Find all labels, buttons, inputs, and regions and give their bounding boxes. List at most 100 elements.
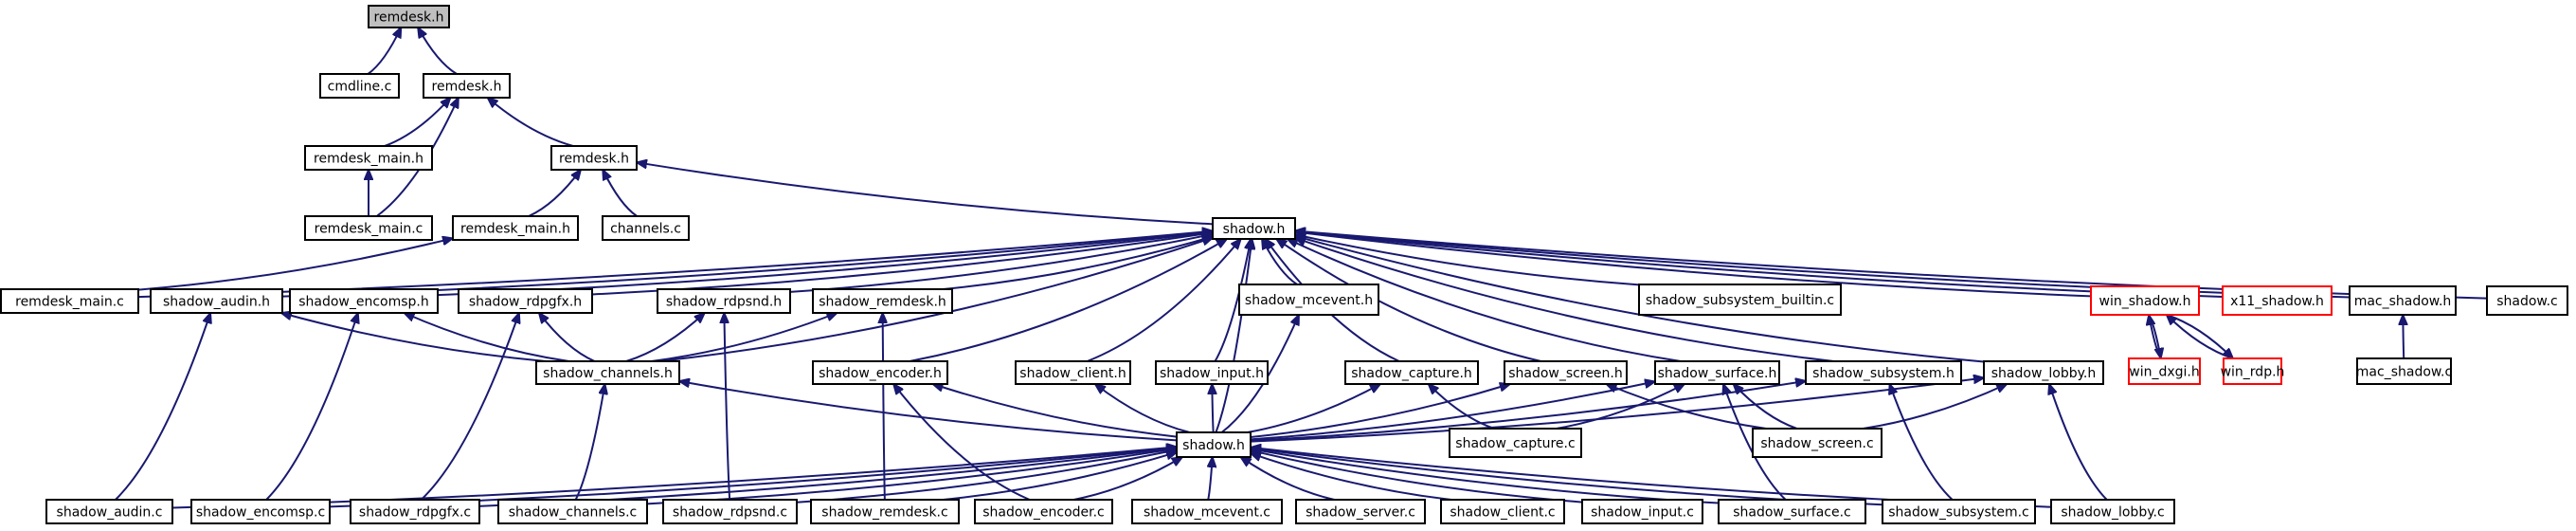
node-shadow-lobby-h[interactable]: shadow_lobby.h [1983, 360, 2104, 385]
node-box[interactable] [1155, 360, 1269, 385]
node-shadow-rdpgfx-c[interactable]: shadow_rdpgfx.c [350, 499, 480, 524]
node-shadow-input-h[interactable]: shadow_input.h [1155, 360, 1269, 385]
node-box[interactable] [1654, 360, 1780, 385]
node-shadow-encoder-h[interactable]: shadow_encoder.h [812, 360, 948, 385]
node-box[interactable] [602, 215, 690, 241]
node-box[interactable] [350, 499, 480, 524]
node-box[interactable] [1638, 284, 1842, 316]
node-shadow-server-c[interactable]: shadow_server.c [1295, 499, 1426, 524]
node-mac-shadow-h[interactable]: mac_shadow.h [2349, 285, 2457, 316]
node-shadow-encomsp-h[interactable]: shadow_encomsp.h [289, 288, 439, 314]
node-box[interactable] [812, 360, 948, 385]
node-box[interactable] [657, 288, 791, 314]
node-win-dxgi-h[interactable]: win_dxgi.h [2128, 357, 2201, 385]
node-box[interactable] [0, 288, 139, 314]
node-shadow-channels-h[interactable]: shadow_channels.h [535, 360, 680, 385]
node-remdesk-h-2[interactable]: remdesk.h [423, 73, 511, 99]
node-box[interactable] [1504, 360, 1628, 385]
node-box[interactable] [535, 360, 680, 385]
node-box[interactable] [1131, 499, 1283, 524]
node-box[interactable] [1752, 428, 1882, 458]
node-remdesk-main-c-2[interactable]: remdesk_main.c [0, 288, 139, 314]
node-box[interactable] [812, 288, 953, 314]
node-mac-shadow-c[interactable]: mac_shadow.c [2356, 357, 2452, 385]
node-shadow-remdesk-h[interactable]: shadow_remdesk.h [812, 288, 953, 314]
node-box[interactable] [1440, 499, 1565, 524]
node-box[interactable] [550, 145, 638, 171]
node-box[interactable] [2050, 499, 2175, 524]
node-remdesk-h-top[interactable]: remdesk.h [368, 5, 450, 28]
node-box[interactable] [974, 499, 1113, 524]
node-win-shadow-h[interactable]: win_shadow.h [2090, 285, 2200, 316]
node-shadow-audin-c[interactable]: shadow_audin.c [45, 499, 173, 524]
node-win-rdp-h[interactable]: win_rdp.h [2221, 357, 2285, 385]
node-box[interactable] [304, 145, 433, 171]
node-channels-c[interactable]: channels.c [602, 215, 690, 241]
node-box[interactable] [810, 499, 960, 524]
node-shadow-rdpgfx-h[interactable]: shadow_rdpgfx.h [458, 288, 593, 314]
node-box[interactable] [1344, 360, 1479, 385]
node-box[interactable] [2222, 285, 2333, 316]
node-shadow-audin-h[interactable]: shadow_audin.h [150, 288, 283, 314]
node-box[interactable] [1176, 431, 1252, 458]
node-box[interactable] [1212, 217, 1296, 240]
node-remdesk-main-h-1[interactable]: remdesk_main.h [304, 145, 433, 171]
node-shadow-input-c[interactable]: shadow_input.c [1581, 499, 1703, 524]
node-shadow-capture-c[interactable]: shadow_capture.c [1449, 428, 1582, 458]
node-shadow-rdpsnd-c[interactable]: shadow_rdpsnd.c [662, 499, 798, 524]
node-shadow-client-h[interactable]: shadow_client.h [1015, 360, 1131, 385]
node-shadow-encoder-c[interactable]: shadow_encoder.c [974, 499, 1113, 524]
node-box[interactable] [1295, 499, 1426, 524]
node-box[interactable] [2128, 357, 2201, 385]
node-shadow-screen-c[interactable]: shadow_screen.c [1752, 428, 1882, 458]
node-remdesk-h-3[interactable]: remdesk.h [550, 145, 638, 171]
node-box[interactable] [45, 499, 173, 524]
node-shadow-rdpsnd-h[interactable]: shadow_rdpsnd.h [657, 288, 791, 314]
node-shadow-capture-h[interactable]: shadow_capture.h [1344, 360, 1479, 385]
node-shadow-h-1[interactable]: shadow.h [1212, 217, 1296, 240]
node-shadow-lobby-c[interactable]: shadow_lobby.c [2050, 499, 2175, 524]
node-box[interactable] [289, 288, 439, 314]
node-shadow-screen-h[interactable]: shadow_screen.h [1504, 360, 1628, 385]
node-box[interactable] [190, 499, 331, 524]
node-box[interactable] [150, 288, 283, 314]
node-box[interactable] [2349, 285, 2457, 316]
node-box[interactable] [458, 288, 593, 314]
node-shadow-subsystem-h[interactable]: shadow_subsystem.h [1805, 360, 1962, 385]
node-shadow-surface-c[interactable]: shadow_surface.c [1718, 499, 1866, 524]
node-cmdline-c[interactable]: cmdline.c [319, 73, 400, 99]
node-box[interactable] [1581, 499, 1703, 524]
node-shadow-c[interactable]: shadow.c [2486, 285, 2568, 316]
node-shadow-mcevent-h[interactable]: shadow_mcevent.h [1238, 284, 1379, 316]
node-shadow-encomsp-c[interactable]: shadow_encomsp.c [190, 499, 331, 524]
node-shadow-channels-c[interactable]: shadow_channels.c [497, 499, 648, 524]
node-box[interactable] [2090, 285, 2200, 316]
node-shadow-surface-h[interactable]: shadow_surface.h [1654, 360, 1780, 385]
node-box[interactable] [1015, 360, 1131, 385]
node-box[interactable] [1449, 428, 1582, 458]
node-shadow-client-c[interactable]: shadow_client.c [1440, 499, 1565, 524]
node-shadow-subsystem-builtin-c[interactable]: shadow_subsystem_builtin.c [1638, 284, 1842, 316]
node-box[interactable] [497, 499, 648, 524]
node-x11-shadow-h[interactable]: x11_shadow.h [2222, 285, 2333, 316]
node-box[interactable] [1805, 360, 1962, 385]
node-remdesk-main-c-1[interactable]: remdesk_main.c [304, 215, 433, 241]
node-shadow-mcevent-c[interactable]: shadow_mcevent.c [1131, 499, 1283, 524]
node-box[interactable] [452, 215, 579, 241]
node-box[interactable] [662, 499, 798, 524]
node-box[interactable] [2223, 357, 2282, 385]
node-box[interactable] [1718, 499, 1866, 524]
node-box[interactable] [1882, 499, 2036, 524]
node-shadow-remdesk-c[interactable]: shadow_remdesk.c [810, 499, 960, 524]
node-box[interactable] [1238, 284, 1379, 316]
node-box[interactable] [368, 5, 450, 28]
node-box[interactable] [423, 73, 511, 99]
node-box[interactable] [2486, 285, 2568, 316]
node-remdesk-main-h-2[interactable]: remdesk_main.h [452, 215, 579, 241]
node-box[interactable] [319, 73, 400, 99]
node-box[interactable] [2356, 357, 2452, 385]
node-box[interactable] [1983, 360, 2104, 385]
node-shadow-subsystem-c[interactable]: shadow_subsystem.c [1882, 499, 2036, 524]
node-box[interactable] [304, 215, 433, 241]
node-shadow-h-2[interactable]: shadow.h [1176, 431, 1252, 458]
